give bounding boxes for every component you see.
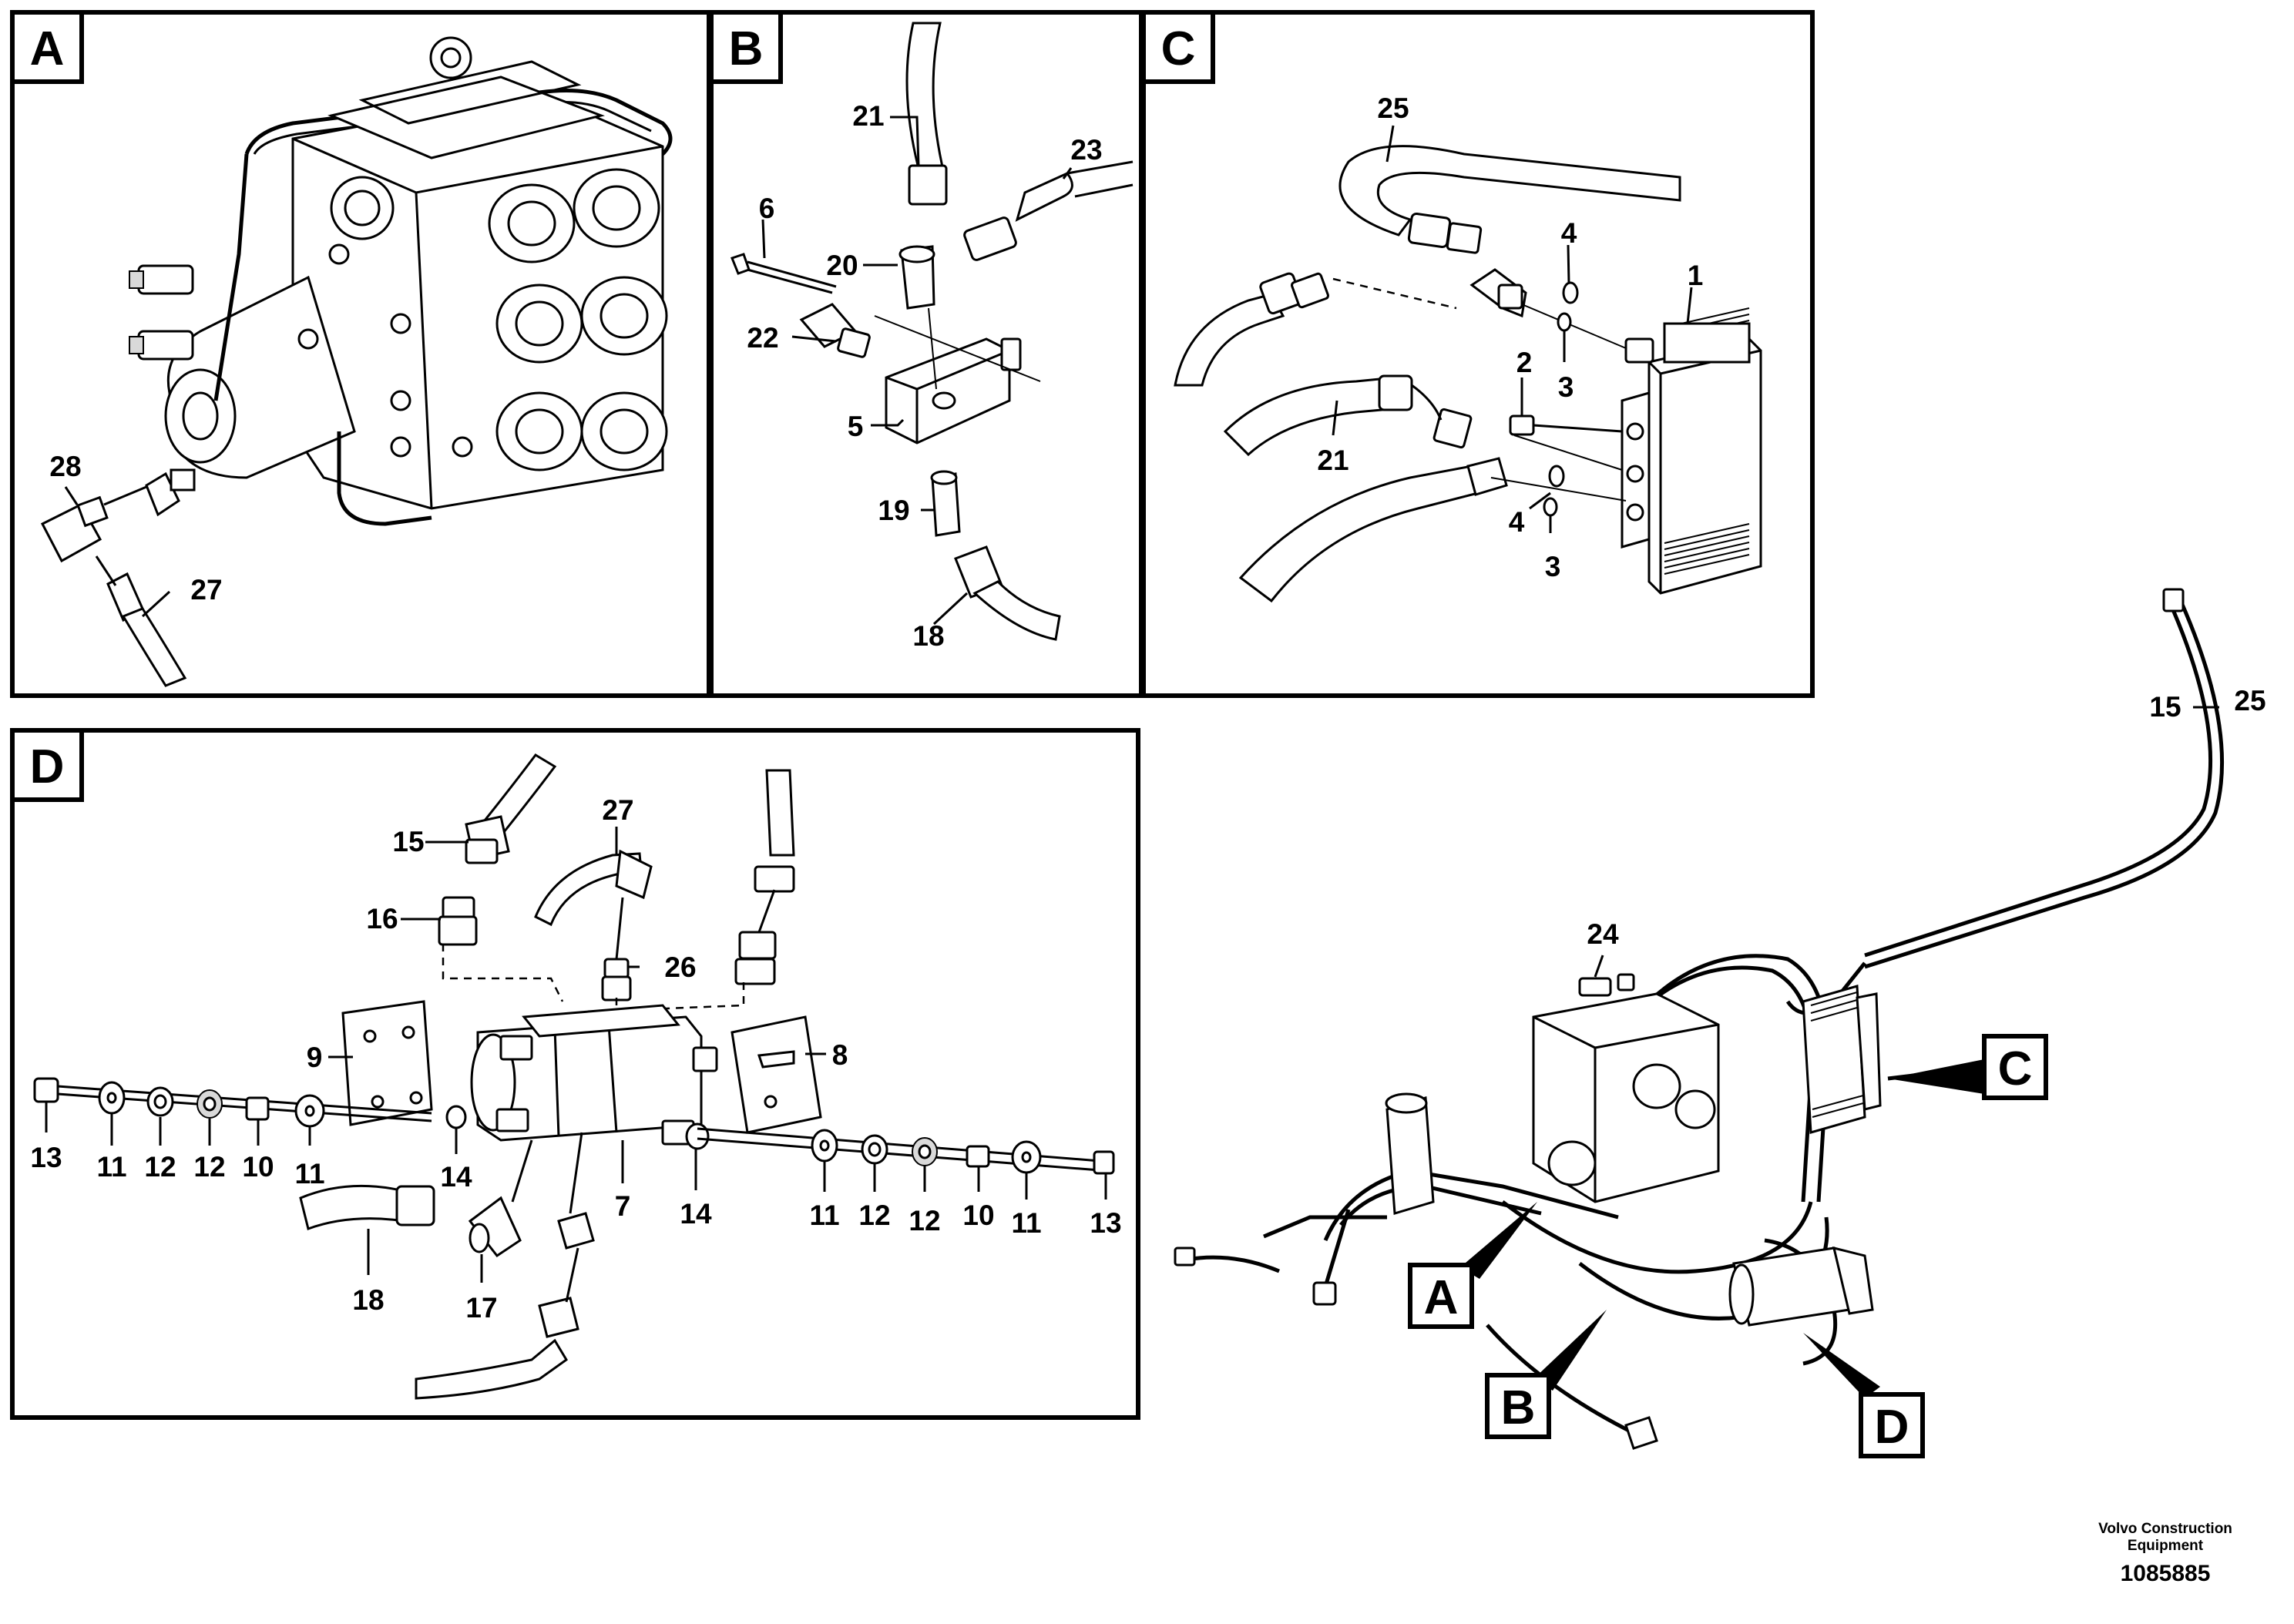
panel-b-letter-box — [709, 10, 783, 84]
callout-d-12-left-a: 12 — [144, 1151, 176, 1183]
callout-b-5: 5 — [848, 411, 864, 442]
callout-d-11-left-a: 11 — [96, 1151, 126, 1183]
callout-d-15: 15 — [392, 826, 424, 857]
panel-a-letter-box — [10, 10, 84, 84]
brand-line-2: Equipment — [2128, 1538, 2204, 1554]
panel-c-letter-box — [1141, 10, 1215, 84]
callout-b-6: 6 — [759, 193, 775, 224]
callout-d-11-left-b: 11 — [294, 1158, 324, 1189]
callout-c-3-top: 3 — [1558, 371, 1574, 403]
callout-numbers: 28 27 21 23 6 20 22 5 19 18 25 4 1 2 3 2… — [30, 92, 2265, 1324]
callout-a-27: 27 — [190, 574, 222, 606]
callout-d-8: 8 — [832, 1039, 848, 1071]
drawing-number: 1085885 — [2121, 1561, 2211, 1586]
panel-letter-boxes: A B C D — [10, 10, 1215, 802]
callout-d-14-right: 14 — [680, 1198, 712, 1230]
overview-drawing: C A B D — [1174, 588, 2225, 1458]
callout-d-13-right: 13 — [1090, 1207, 1121, 1239]
callout-c-2: 2 — [1516, 347, 1533, 378]
callout-overview-25: 25 — [2234, 685, 2265, 716]
callout-c-3-bottom: 3 — [1545, 551, 1561, 582]
callout-d-10-right: 10 — [962, 1200, 994, 1231]
callout-d-27: 27 — [602, 794, 633, 826]
panel-d-drawing — [33, 753, 1115, 1400]
callout-d-26: 26 — [664, 951, 696, 983]
panel-a-letter: A — [30, 22, 65, 75]
callout-c-4-top: 4 — [1561, 217, 1577, 249]
overview-ref-c-letter: C — [1998, 1042, 2033, 1096]
callout-c-1: 1 — [1688, 260, 1704, 291]
panel-d-letter-box — [10, 728, 84, 802]
callout-c-4-bottom: 4 — [1509, 506, 1525, 538]
callout-a-28: 28 — [49, 451, 81, 482]
panel-c-drawing — [1174, 145, 1762, 603]
brand-line-1: Volvo Construction — [2098, 1521, 2232, 1537]
panel-frames — [10, 10, 1815, 1420]
overview-ref-d-letter: D — [1875, 1401, 1909, 1454]
footer: Volvo Construction Equipment 1085885 — [2098, 1521, 2232, 1586]
panel-c-letter: C — [1161, 22, 1196, 75]
callout-b-20: 20 — [826, 250, 858, 281]
overview-ref-b-letter: B — [1501, 1381, 1536, 1434]
callout-d-11-right-a: 11 — [809, 1200, 839, 1231]
overview-ref-a-letter: A — [1424, 1271, 1459, 1324]
callout-d-12-right-a: 12 — [858, 1200, 890, 1231]
callout-d-9: 9 — [307, 1042, 323, 1073]
callout-overview-15: 15 — [2149, 691, 2181, 723]
callout-d-16: 16 — [366, 903, 398, 934]
callout-b-22: 22 — [747, 322, 778, 354]
callout-d-14-left: 14 — [440, 1161, 472, 1193]
overview-ref-c-box — [1982, 1034, 2048, 1100]
callout-d-17: 17 — [465, 1292, 497, 1324]
panel-d-letter: D — [30, 740, 65, 794]
callout-d-13-left: 13 — [30, 1142, 62, 1173]
callout-d-18: 18 — [352, 1284, 384, 1316]
callout-d-10-left: 10 — [242, 1151, 274, 1183]
leader-lines — [45, 116, 2219, 1283]
callout-d-12-left-b: 12 — [193, 1151, 225, 1183]
callout-overview-24: 24 — [1587, 918, 1619, 950]
overview-ref-a-box — [1408, 1263, 1474, 1329]
callout-b-21: 21 — [852, 100, 884, 132]
callout-d-12-right-b: 12 — [909, 1205, 940, 1236]
callout-d-7: 7 — [615, 1190, 631, 1222]
panel-b-letter: B — [729, 22, 764, 75]
overview-ref-d-box — [1859, 1392, 1925, 1458]
callout-c-25: 25 — [1377, 92, 1409, 124]
callout-c-21: 21 — [1317, 445, 1349, 476]
overview-ref-b-box — [1485, 1373, 1551, 1439]
panel-c-frame — [1141, 10, 1815, 698]
panel-a-drawing — [40, 36, 673, 687]
callout-b-19: 19 — [878, 495, 909, 526]
callout-d-11-right-b: 11 — [1011, 1207, 1041, 1239]
panel-d-frame — [10, 728, 1140, 1420]
panel-b-drawing — [731, 22, 1134, 641]
callout-b-23: 23 — [1070, 134, 1102, 166]
callout-b-18: 18 — [912, 620, 944, 652]
